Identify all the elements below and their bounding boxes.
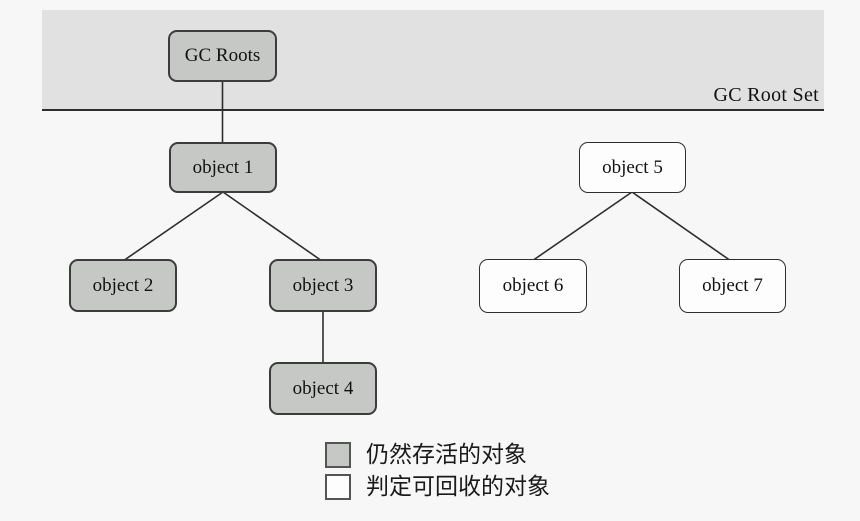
edge-object5-object7 (631, 191, 732, 262)
edge-object1-object3 (222, 191, 323, 262)
node-object-7-label: object 7 (702, 275, 763, 296)
node-object-1-label: object 1 (192, 156, 254, 178)
legend-label-collectable: 判定可回收的对象 (366, 474, 550, 499)
node-object-2: object 2 (69, 259, 177, 312)
node-object-1: object 1 (169, 142, 277, 193)
node-object-5-label: object 5 (602, 156, 663, 178)
edge-object5-object6 (531, 191, 633, 262)
node-object-7: object 7 (679, 259, 786, 313)
node-object-4: object 4 (269, 362, 377, 415)
legend-swatch-alive (325, 442, 351, 468)
legend-swatch-collectable (325, 474, 351, 500)
node-gc-roots-label: GC Roots (184, 45, 261, 66)
node-object-2-label: object 2 (92, 274, 154, 296)
node-object-4-label: object 4 (292, 377, 354, 399)
node-object-3-label: object 3 (292, 274, 354, 296)
gc-root-set-label: GC Root Set (713, 84, 819, 106)
node-object-3: object 3 (269, 259, 377, 312)
node-object-5: object 5 (579, 142, 686, 193)
node-object-6: object 6 (479, 259, 587, 313)
node-object-6-label: object 6 (502, 275, 564, 296)
node-gc-roots: GC Roots (168, 30, 277, 82)
legend-label-alive: 仍然存活的对象 (366, 442, 527, 467)
edge-object1-object2 (122, 191, 224, 262)
